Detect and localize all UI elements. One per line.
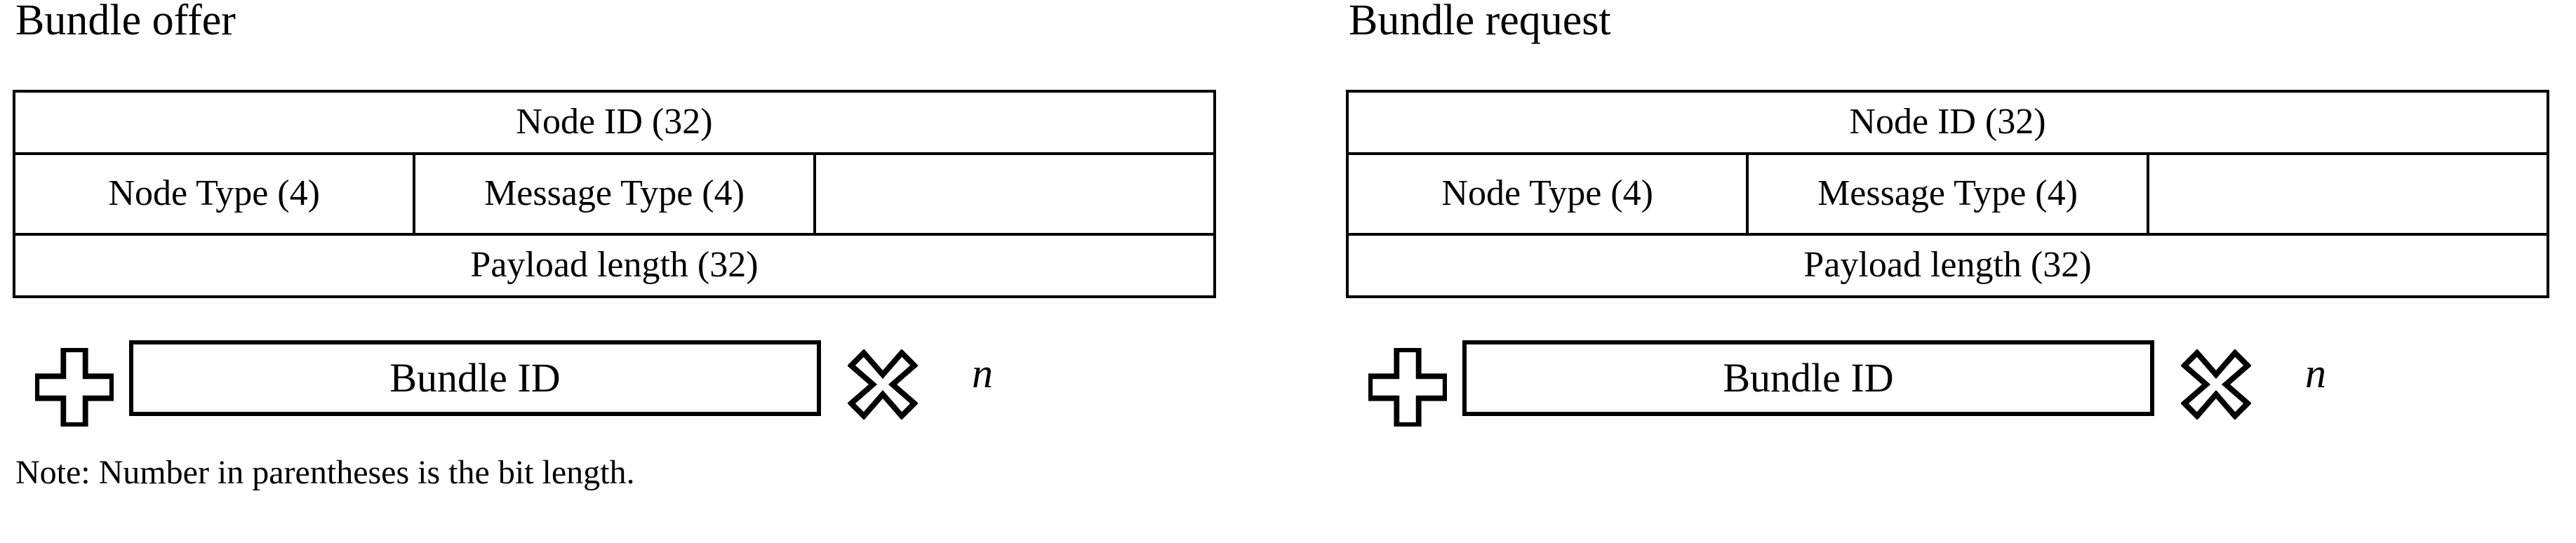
field-node-type: Node Type (4) xyxy=(1345,152,1749,236)
bundle-id-label: Bundle ID xyxy=(389,355,561,401)
bundle-id-label: Bundle ID xyxy=(1723,355,1894,401)
table-row: Node ID (32) xyxy=(13,90,1216,155)
bundle-id-box-offer: Bundle ID xyxy=(129,340,821,416)
field-node-id: Node ID (32) xyxy=(13,90,1216,155)
field-node-id: Node ID (32) xyxy=(1346,90,2549,155)
table-row: Payload length (32) xyxy=(13,233,1216,298)
repeat-count-request: n xyxy=(2305,350,2326,396)
multiplication-x-icon xyxy=(2181,349,2251,420)
field-message-type: Message Type (4) xyxy=(1746,152,2149,236)
field-reserved xyxy=(2146,152,2550,236)
plus-icon xyxy=(35,348,114,427)
packet-format-table-request: Node ID (32) Node Type (4) Message Type … xyxy=(1345,90,2550,298)
field-reserved xyxy=(813,152,1217,236)
table-row: Node Type (4) Message Type (4) xyxy=(12,152,1217,236)
field-payload-length: Payload length (32) xyxy=(13,233,1216,298)
multiplication-x-icon xyxy=(848,349,918,420)
repeat-count-offer: n xyxy=(972,350,993,396)
table-row: Node ID (32) xyxy=(1346,90,2549,155)
page-title-bundle-request: Bundle request xyxy=(1349,0,1611,44)
figure-note: Note: Number in parentheses is the bit l… xyxy=(15,454,635,491)
table-row: Node Type (4) Message Type (4) xyxy=(1345,152,2550,236)
packet-format-table-offer: Node ID (32) Node Type (4) Message Type … xyxy=(12,90,1217,298)
field-message-type: Message Type (4) xyxy=(413,152,816,236)
field-node-type: Node Type (4) xyxy=(12,152,416,236)
table-row: Payload length (32) xyxy=(1346,233,2549,298)
bundle-id-box-request: Bundle ID xyxy=(1462,340,2154,416)
page-title-bundle-offer: Bundle offer xyxy=(15,0,236,44)
plus-icon xyxy=(1368,348,1447,427)
field-payload-length: Payload length (32) xyxy=(1346,233,2549,298)
